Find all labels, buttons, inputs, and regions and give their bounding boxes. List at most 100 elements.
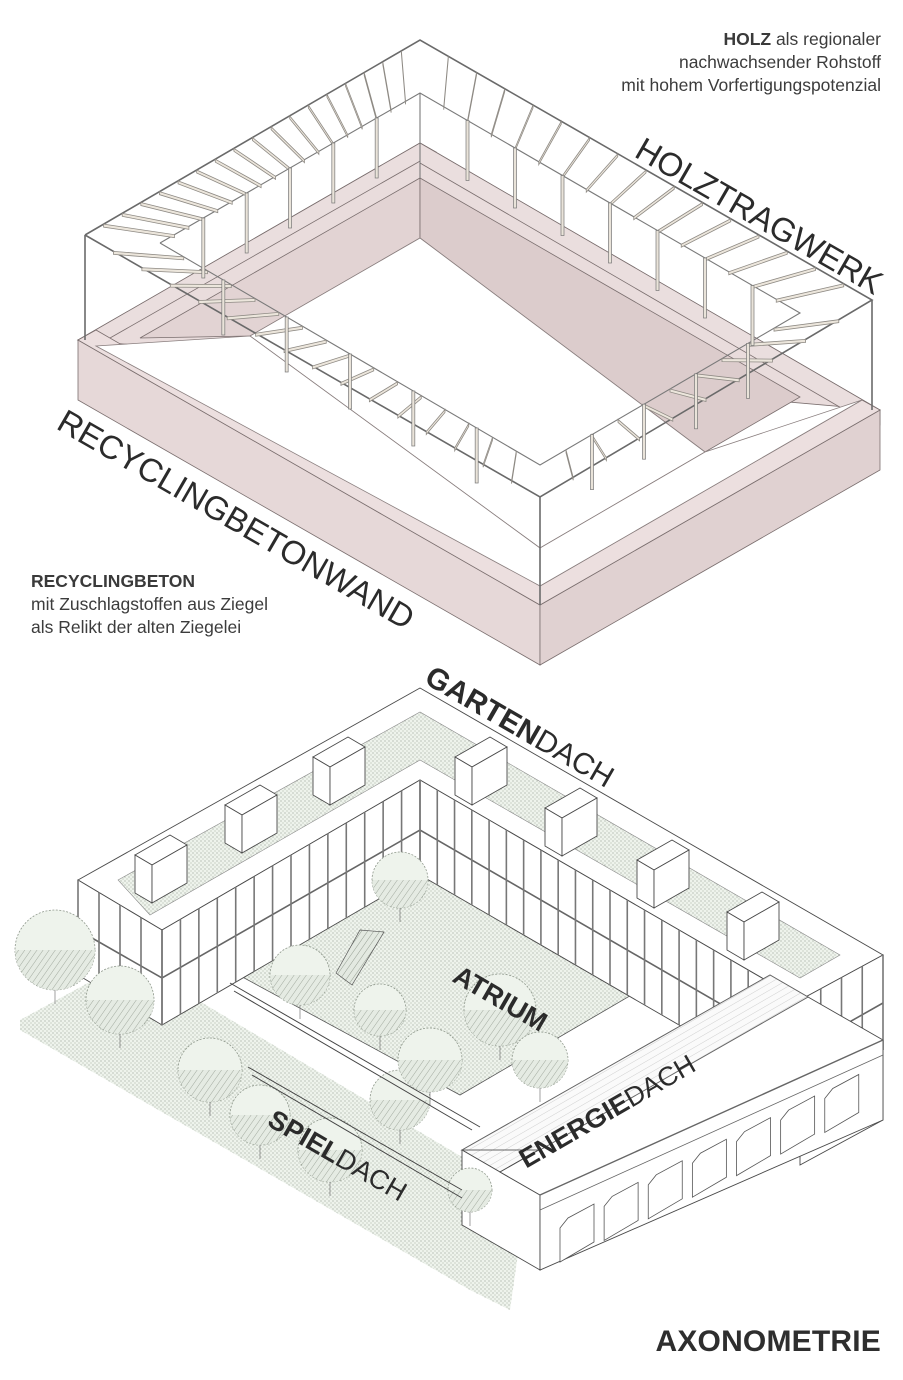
note-beton-bold: RECYCLINGBETON: [31, 571, 195, 591]
timber-joist: [425, 408, 446, 436]
timber-column: [608, 202, 612, 264]
tree: [463, 973, 537, 1060]
timber-joist: [657, 201, 703, 235]
rooftop-unit-front: [471, 746, 508, 806]
timber-joist: [728, 250, 788, 276]
tree-shade: [354, 1010, 406, 1036]
timber-joist: [113, 250, 185, 261]
tree: [14, 909, 96, 1004]
timber-column: [560, 175, 565, 236]
timber-joist: [121, 212, 190, 230]
timber-joist: [752, 266, 816, 290]
timber-joist: [511, 451, 517, 484]
timber-joist: [270, 125, 305, 164]
tree-shade: [370, 1100, 430, 1130]
timber-joist: [326, 93, 349, 138]
timber-joist: [233, 147, 276, 181]
timber-joist: [103, 223, 175, 239]
tree-shade: [86, 1000, 154, 1034]
timber-joist: [773, 319, 840, 332]
timber-column: [703, 257, 707, 319]
tree: [447, 1167, 493, 1226]
arched-window: [780, 1095, 816, 1155]
tree-shade: [270, 975, 330, 1005]
arched-window: [824, 1073, 860, 1134]
arched-window: [691, 1138, 727, 1198]
tree-shade: [178, 1070, 242, 1102]
note-holz-line2: nachwachsender Rohstoff: [678, 52, 881, 72]
play-roof-paths: [229, 982, 481, 1199]
timber-joist: [585, 152, 619, 194]
timber-column: [284, 316, 289, 373]
rooftop-unit-front: [743, 901, 780, 961]
timber-column: [474, 427, 479, 484]
timber-column: [244, 192, 249, 254]
timber-column: [374, 117, 379, 179]
tree: [371, 851, 429, 922]
rooftop-units: [134, 736, 780, 961]
timber-column: [513, 147, 517, 209]
timber-column: [642, 403, 646, 460]
timber-joist: [177, 180, 233, 205]
timber-joist: [169, 283, 232, 289]
timber-joist: [538, 119, 562, 167]
tree: [397, 1027, 463, 1106]
timber-column: [348, 353, 352, 410]
timber-column: [288, 167, 292, 229]
rooftop-unit-front: [653, 849, 690, 909]
timber-column: [331, 142, 336, 204]
timber-joist: [226, 311, 280, 321]
timber-joist: [400, 50, 406, 105]
timber-column: [201, 217, 206, 279]
timber-column: [746, 343, 750, 399]
timber-joist: [159, 191, 219, 214]
tree: [229, 1084, 291, 1159]
timber-joist: [490, 88, 506, 138]
structure-model: [76, 39, 881, 666]
tree-shade: [398, 1060, 462, 1092]
note-beton-line3: als Relikt der alten Ziegelei: [31, 617, 242, 637]
arched-window: [736, 1116, 771, 1177]
tree: [511, 1031, 569, 1102]
timber-joist: [198, 298, 256, 304]
timber-joist: [345, 83, 363, 130]
timber-joist: [214, 158, 262, 189]
timber-joist: [565, 449, 574, 481]
timber-joist: [307, 103, 334, 148]
tree-shade: [512, 1060, 568, 1088]
tree-shade: [372, 880, 428, 908]
tree: [177, 1037, 243, 1116]
timber-joist: [609, 169, 647, 207]
timber-joist: [382, 61, 392, 113]
timber-column: [694, 373, 698, 430]
tree-shade: [230, 1115, 290, 1145]
landscape-ground: [20, 960, 560, 1310]
drawing-title: AXONOMETRIE: [655, 1325, 881, 1358]
timber-joist: [283, 339, 327, 354]
rooftop-unit-front: [241, 794, 278, 854]
timber-column: [590, 434, 594, 490]
tree: [269, 944, 331, 1019]
timber-joist: [514, 104, 534, 152]
timber-column: [750, 285, 755, 346]
timber-joist: [141, 267, 208, 275]
rooftop-unit-front: [561, 797, 598, 857]
note-holz-line1: als regionaler: [771, 29, 881, 49]
timber-joist: [775, 283, 845, 303]
timber-structure: [84, 39, 874, 605]
timber-joist: [443, 56, 449, 110]
timber-joist: [368, 381, 398, 403]
tree: [353, 983, 407, 1050]
arched-window: [647, 1160, 683, 1220]
timber-joist: [680, 218, 732, 248]
timber-joist: [363, 72, 378, 122]
trees: [14, 851, 569, 1226]
tree: [297, 1117, 363, 1196]
tree-shade: [448, 1190, 492, 1212]
arched-window: [603, 1181, 639, 1242]
tree: [85, 965, 155, 1048]
timber-column: [655, 230, 660, 291]
tree-shade: [15, 950, 95, 990]
arched-window: [559, 1203, 595, 1263]
